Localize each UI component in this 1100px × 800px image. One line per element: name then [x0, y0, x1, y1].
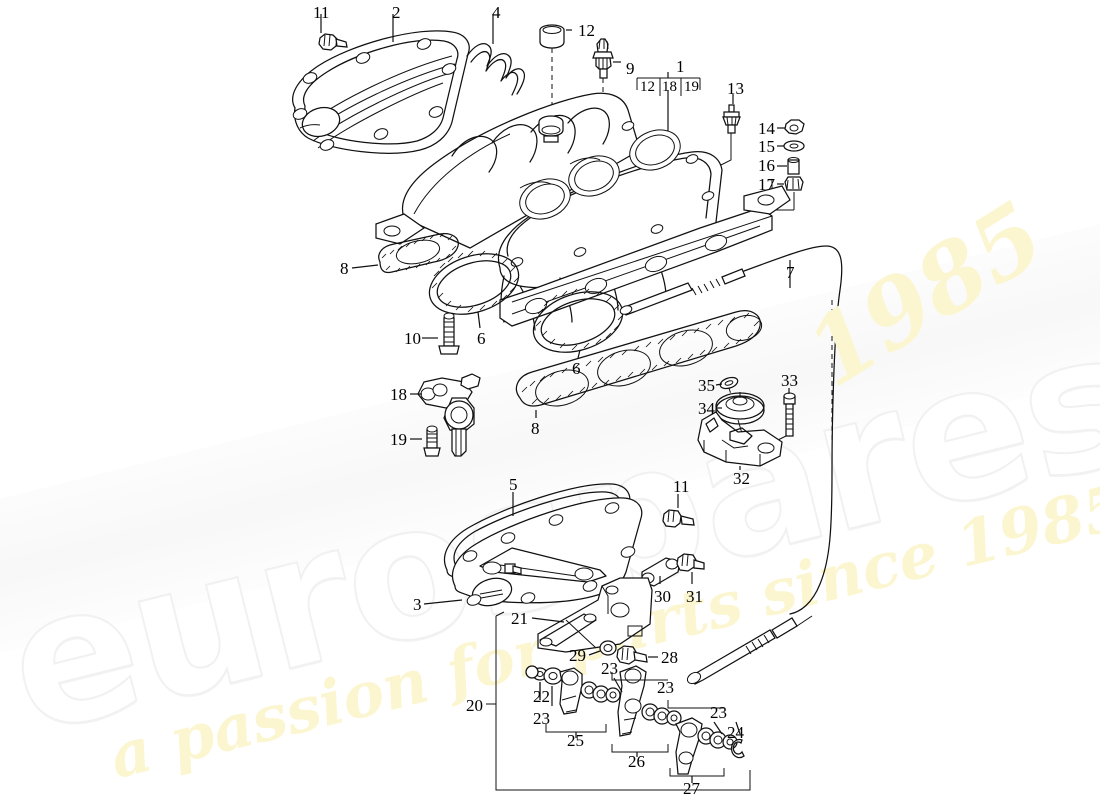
- part-bolt-19: [410, 425, 441, 457]
- callout-7: 7: [786, 263, 795, 282]
- part-manifold-gasket-8-lower: [515, 310, 763, 418]
- callout-23-d: 23: [710, 703, 727, 722]
- part-flange-gasket-8-left: [351, 232, 459, 274]
- part-pulley-bracket-32: [697, 411, 783, 470]
- callout-32: 32: [733, 469, 750, 488]
- part-stack-14-17: [771, 119, 805, 211]
- callout-5: 5: [509, 475, 518, 494]
- part-vacuum-fitting-13: [714, 94, 741, 169]
- callout-group-19: 19: [684, 79, 699, 95]
- part-bolt-11-lower: [662, 494, 695, 528]
- injector-boss: [538, 115, 564, 143]
- part-temperature-sensor-9: [592, 38, 621, 128]
- callout-6-lower: 6: [572, 359, 581, 378]
- callout-25: 25: [567, 731, 584, 750]
- part-stud-bolt-10: [422, 312, 460, 355]
- callout-10: 10: [404, 329, 421, 348]
- part-throttle-cable-7: [619, 245, 843, 615]
- part-throttle-gasket-6-lower: [532, 288, 624, 359]
- callout-34: 34: [698, 399, 715, 418]
- callout-23-b: 23: [533, 709, 550, 728]
- callout-29: 29: [569, 646, 586, 665]
- callout-35: 35: [698, 376, 715, 395]
- callout-31: 31: [686, 587, 703, 606]
- callout-8-lower: 8: [531, 419, 540, 438]
- part-circlip-35: [715, 376, 739, 399]
- callout-group-18: 18: [662, 79, 677, 95]
- callout-group-12: 12: [640, 79, 655, 95]
- callout-12-cap: 12: [578, 21, 595, 40]
- part-intake-cover-2: [292, 14, 470, 154]
- callout-14: 14: [758, 119, 775, 138]
- callout-6-upper: 6: [477, 329, 486, 348]
- callout-24: 24: [727, 723, 744, 742]
- callout-33: 33: [781, 371, 798, 390]
- part-throttle-gasket-6-upper: [428, 250, 520, 329]
- part-pressure-regulator-18: [410, 373, 481, 457]
- part-bolt-11-top: [318, 14, 348, 51]
- callout-21: 21: [511, 609, 528, 628]
- callout-15: 15: [758, 137, 775, 156]
- callout-30: 30: [654, 587, 671, 606]
- part-bolt-33: [769, 388, 796, 445]
- part-lever-long-27: [667, 700, 738, 783]
- part-lever-mid-26: [611, 665, 682, 757]
- part-bolt-28: [616, 645, 658, 665]
- part-bolt-31: [676, 553, 705, 584]
- callout-11-top: 11: [313, 3, 330, 22]
- part-cap-12: [539, 24, 572, 122]
- callout-23-a: 23: [601, 659, 618, 678]
- part-clips-22-24: [525, 665, 745, 759]
- callout-9: 9: [626, 59, 635, 78]
- callout-bracket-20: [486, 611, 751, 791]
- callout-28: 28: [661, 648, 678, 667]
- callout-27: 27: [683, 779, 700, 798]
- callout-16: 16: [758, 156, 775, 175]
- part-cover-gasket-4: [466, 14, 526, 96]
- part-intake-manifold-1: [375, 92, 791, 331]
- callout-18: 18: [390, 385, 407, 404]
- callout-1: 1: [676, 57, 685, 76]
- part-washer-29: [588, 640, 617, 656]
- callout-17: 17: [758, 175, 775, 194]
- callout-20: 20: [466, 696, 483, 715]
- callout-11-lower: 11: [673, 477, 690, 496]
- callout-3: 3: [413, 595, 422, 614]
- callout-26: 26: [628, 752, 645, 771]
- callout-19: 19: [390, 430, 407, 449]
- callout-23-c: 23: [657, 678, 674, 697]
- callout-4: 4: [492, 3, 501, 22]
- callout-8-left: 8: [340, 259, 349, 278]
- callout-13: 13: [727, 79, 744, 98]
- part-cable-end-lower: [686, 615, 813, 685]
- callout-22: 22: [533, 687, 550, 706]
- callout-2: 2: [392, 3, 401, 22]
- part-throttle-lever-bracket-21: [531, 577, 653, 653]
- part-lower-intake-cover-3: [423, 497, 643, 607]
